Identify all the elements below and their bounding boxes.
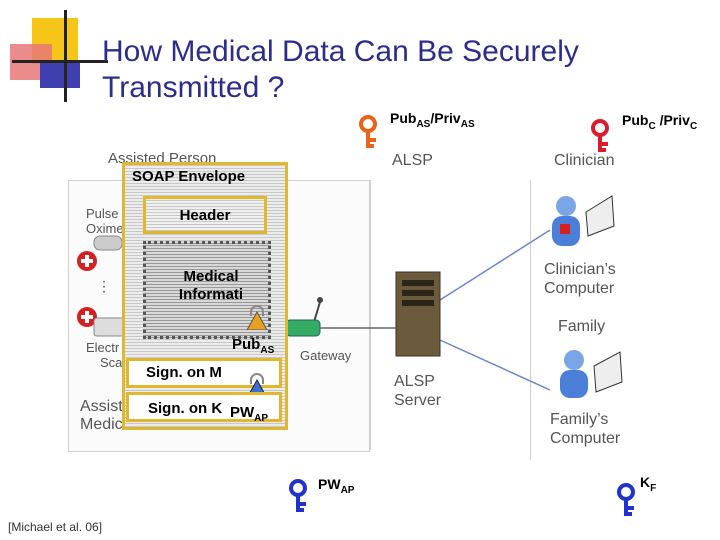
key-icon-pw-ap — [289, 479, 307, 512]
sign-on-k-label: Sign. on K — [148, 400, 223, 417]
priv-as-text: /Priv — [430, 110, 461, 126]
pub-as-envelope-label: PubAS — [232, 336, 274, 356]
slide-title-line1: How Medical Data Can Be Securely — [102, 35, 579, 68]
key-icon-pub-c — [591, 119, 609, 152]
familys-computer-label: Family’s Computer — [550, 410, 620, 448]
gateway-label: Gateway — [300, 348, 352, 363]
slide-title-line2: Transmitted ? — [102, 71, 285, 104]
pub-c-sub: C — [648, 120, 656, 132]
alsp-server-label: ALSP Server — [394, 372, 441, 410]
clinician-family-zone — [530, 180, 667, 460]
pw-ap-text: PW — [318, 476, 341, 492]
k-f-sub: F — [650, 482, 657, 494]
family-label: Family — [558, 318, 606, 335]
medical-information-label: Medical Informati — [156, 268, 266, 304]
alsp-zone — [370, 180, 531, 450]
pub-priv-as-label: PubAS/PrivAS — [390, 110, 475, 130]
alsp-server-line2: Server — [394, 392, 442, 409]
pub-as-envelope-text: Pub — [232, 336, 261, 353]
electronic-scale-line1: Electr — [86, 340, 120, 355]
medical-information-line1: Medical — [183, 268, 239, 285]
pw-ap-envelope-label: PWAP — [230, 404, 268, 424]
priv-c-sub: C — [689, 120, 698, 132]
pw-ap-label: PWAP — [318, 476, 354, 496]
clinician-label: Clinician — [554, 152, 615, 169]
soap-header: Header — [143, 196, 267, 234]
pw-ap-envelope-sub: AP — [254, 413, 269, 424]
electronic-scale-line2: Sca — [100, 355, 123, 370]
familys-computer-line2: Computer — [550, 430, 621, 447]
medical-plus-icon — [77, 251, 97, 271]
alsp-server-icon — [395, 271, 441, 357]
soap-header-label: Header — [179, 207, 231, 224]
pub-c-text: Pub — [622, 112, 649, 128]
medical-information-line2: Informati — [178, 286, 244, 303]
gateway-icon — [285, 297, 323, 337]
electronic-scale-label: Electr Sca — [86, 340, 122, 370]
familys-computer-line1: Family’s — [550, 411, 609, 428]
decor-horizontal-line — [12, 60, 108, 63]
dotted-link: ⋮ — [97, 278, 111, 294]
pub-as-text: Pub — [390, 110, 417, 126]
clinicians-computer-line2: Computer — [544, 280, 615, 297]
pub-as-envelope-sub: AS — [260, 345, 275, 356]
key-icon-k-f — [617, 483, 635, 516]
decor-blue-square — [40, 60, 80, 88]
scale-device-icon — [93, 317, 125, 337]
medical-information-box — [143, 241, 271, 339]
assisted-devices-line1: Assist — [80, 398, 123, 415]
sign-on-m-label: Sign. on M — [146, 364, 222, 381]
k-f-label: KF — [640, 474, 656, 494]
clinicians-computer-label: Clinician’s Computer — [544, 260, 616, 298]
soap-envelope-label: SOAP Envelope — [132, 168, 246, 185]
pw-ap-sub: AP — [340, 484, 355, 496]
network-connections — [320, 229, 551, 391]
citation: [Michael et al. 06] — [8, 520, 103, 534]
decor-vertical-line — [64, 10, 67, 102]
pw-ap-envelope-text: PW — [230, 404, 255, 421]
alsp-server-line1: ALSP — [394, 373, 435, 390]
priv-c-text: /Priv — [655, 112, 690, 128]
slide-title: How Medical Data Can Be Securely Transmi… — [102, 34, 579, 106]
clinician-computer-icon — [552, 195, 615, 246]
pulse-oximeter-device-icon — [93, 235, 123, 251]
k-f-text: K — [640, 474, 651, 490]
sign-on-k-box — [126, 392, 282, 422]
lock-icon — [246, 305, 268, 330]
key-icon-pub-as — [359, 115, 377, 148]
pub-priv-c-label: PubC /PrivC — [622, 112, 697, 132]
medical-plus-icon — [77, 307, 97, 327]
pub-as-sub: AS — [416, 118, 431, 130]
clinicians-computer-line1: Clinician’s — [544, 261, 616, 278]
priv-as-sub: AS — [460, 118, 475, 130]
pulse-oximeter-line1: Pulse — [86, 206, 119, 221]
family-computer-icon — [560, 350, 623, 398]
alsp-label: ALSP — [392, 152, 433, 169]
